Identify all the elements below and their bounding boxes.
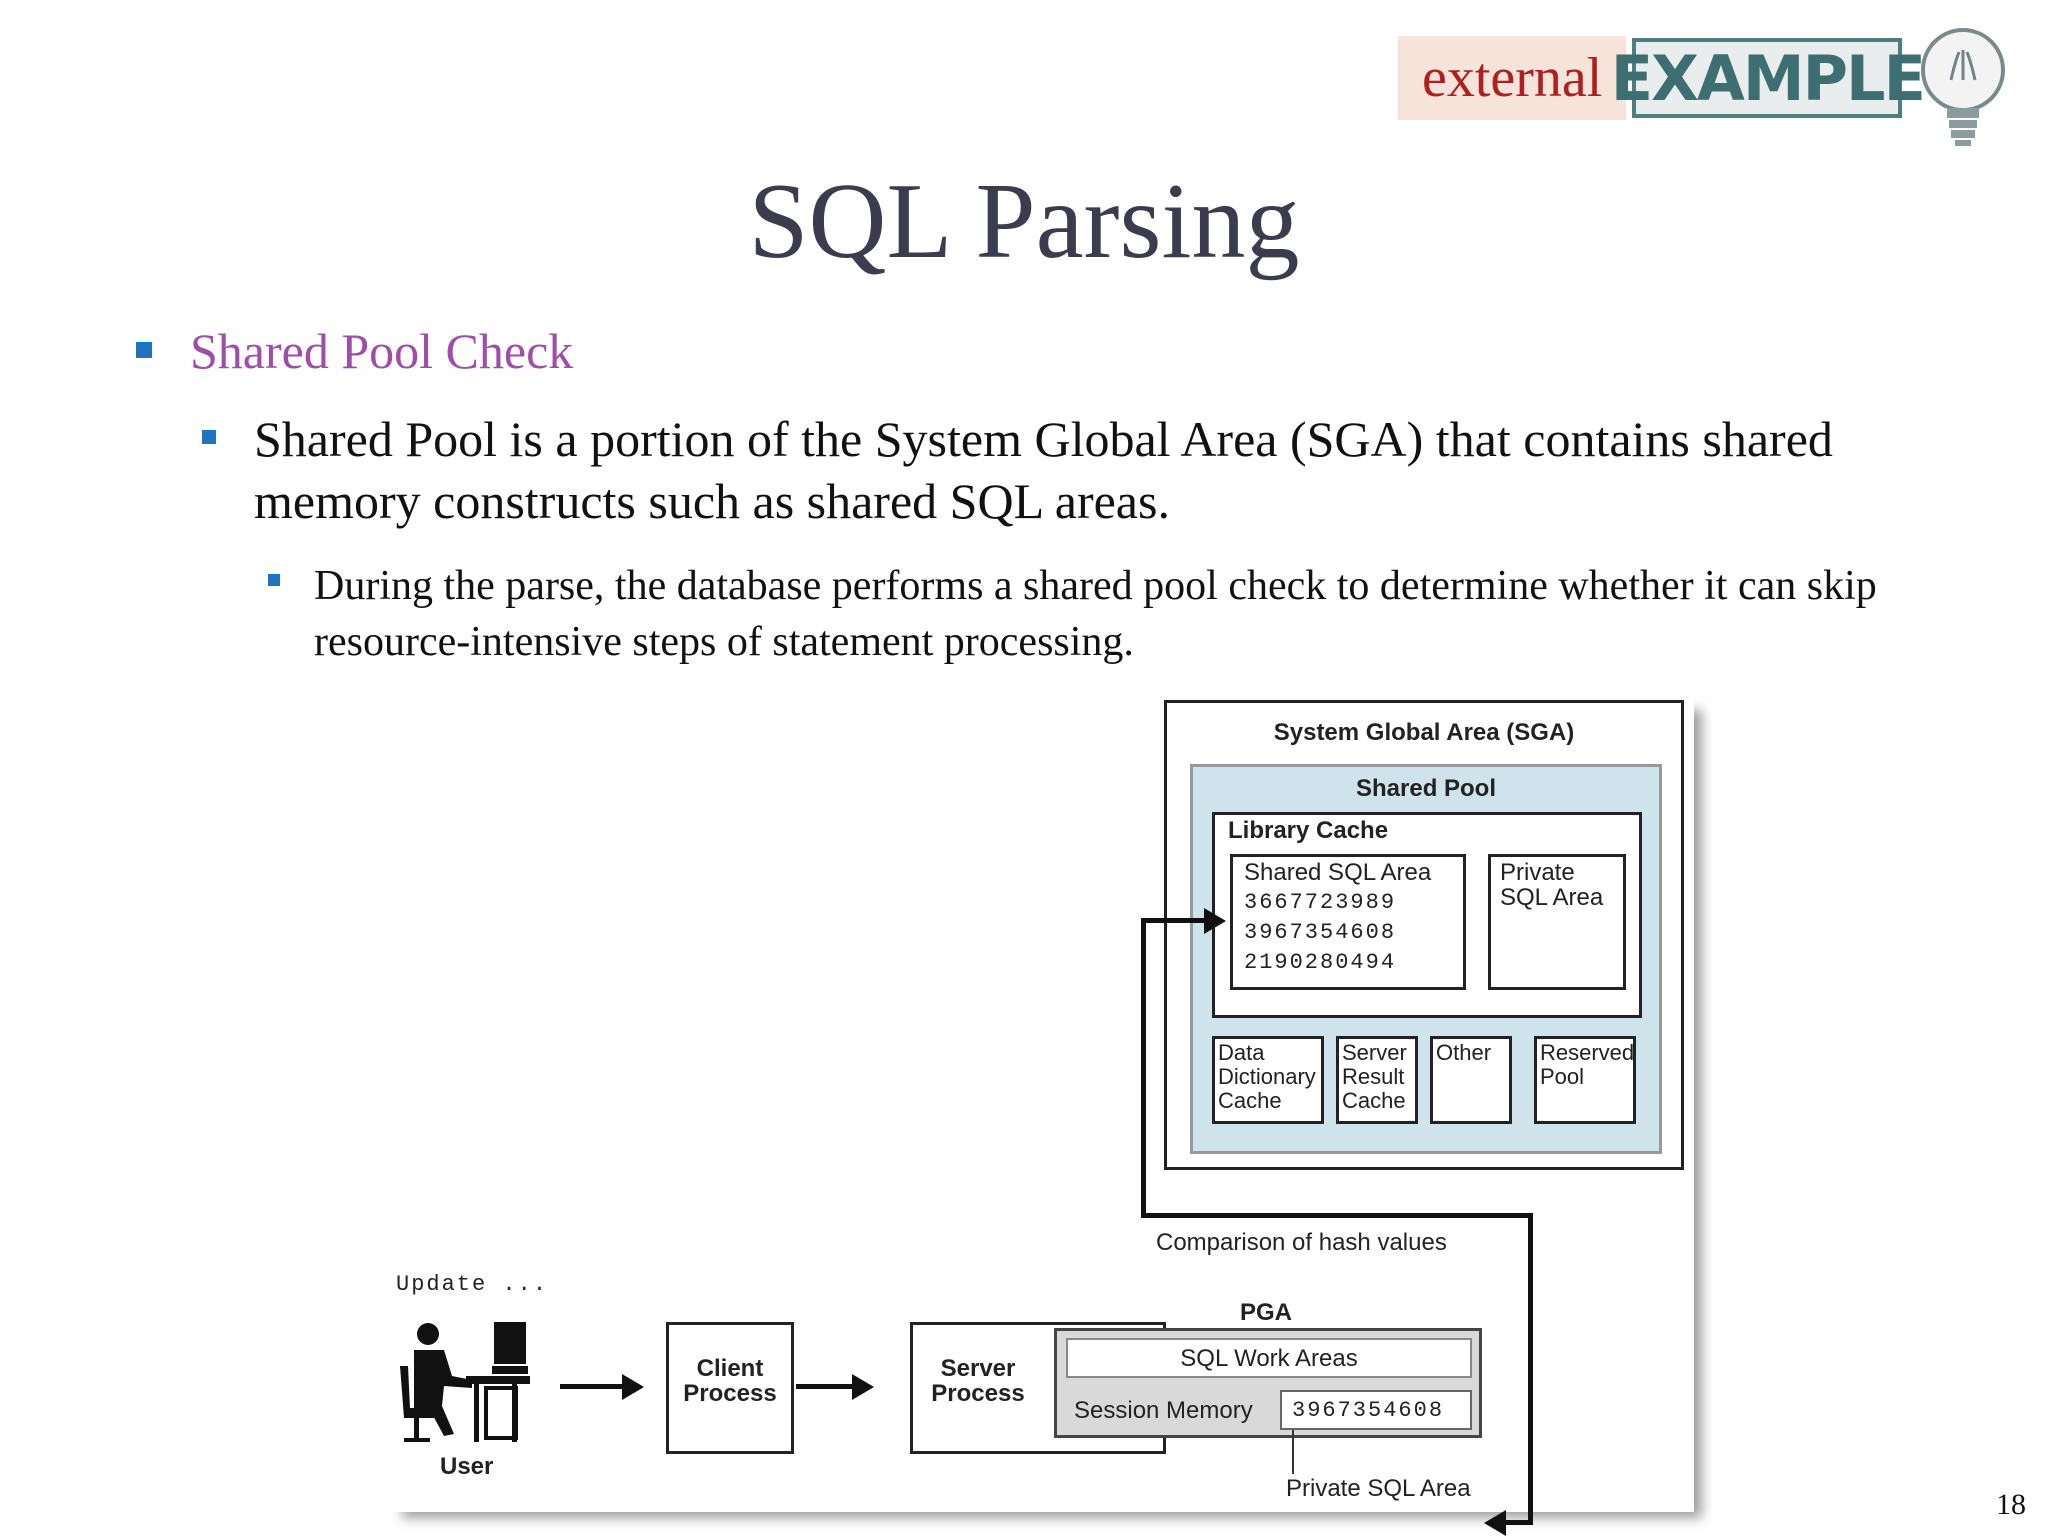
external-label: external (1398, 36, 1627, 120)
reserved-pool-label: Pool (1540, 1064, 1585, 1089)
hash-value: 2190280494 (1244, 950, 1397, 975)
client-process-box (666, 1322, 794, 1454)
cache-label: Result (1342, 1064, 1405, 1089)
cache-label: Cache (1342, 1088, 1406, 1113)
reserved-pool-box (1534, 1036, 1636, 1124)
bullet-marker-1 (136, 342, 152, 358)
sql-work-areas-box (1066, 1338, 1472, 1378)
shared-pool-diagram: System Global Area (SGA) Shared Pool Lib… (384, 692, 1744, 1536)
arrow-line (796, 1384, 858, 1389)
shared-sql-area-label: Shared SQL Area (1244, 859, 1432, 886)
page-number: 18 (1996, 1488, 2026, 1521)
private-sql-area-label: Private (1500, 859, 1575, 886)
arrowhead-right-icon (852, 1374, 874, 1400)
arrow-line (560, 1384, 628, 1389)
arrowhead-left-icon (1484, 1510, 1506, 1536)
update-statement: Update ... (396, 1272, 549, 1297)
example-badge: external EXAMPLE (1398, 36, 1926, 120)
hash-value: 3967354608 (1244, 920, 1397, 945)
cache-label: Data (1218, 1040, 1265, 1065)
server-process-label: Server (940, 1355, 1016, 1382)
bullet-level-3: During the parse, the database performs … (314, 563, 1877, 665)
private-sql-area-pga-label: Private SQL Area (1286, 1475, 1471, 1502)
user-label: User (440, 1453, 494, 1480)
client-process-label: Client (696, 1355, 764, 1382)
example-label: EXAMPLE (1611, 38, 1926, 118)
user-at-computer-icon (400, 1322, 530, 1442)
connector-line (1528, 1213, 1533, 1525)
cache-label: Dictionary (1218, 1064, 1316, 1089)
arrowhead-right-icon (622, 1374, 644, 1400)
shared-sql-area-box (1230, 854, 1466, 990)
library-cache-label: Library Cache (1228, 817, 1389, 844)
private-sql-area-pga-box (1280, 1390, 1472, 1430)
cache-label: Cache (1218, 1088, 1282, 1113)
other-box (1430, 1036, 1512, 1124)
other-label: Other (1436, 1040, 1492, 1065)
reserved-pool-label: Reserved (1540, 1040, 1635, 1065)
bullet-marker-2 (202, 430, 216, 444)
connector-line (1490, 1520, 1533, 1525)
callout-line (1292, 1430, 1294, 1474)
shared-pool-label: Shared Pool (1355, 775, 1497, 802)
session-memory-label: Session Memory (1074, 1397, 1253, 1424)
connector-line (1141, 918, 1146, 1218)
cache-label: Server (1342, 1040, 1407, 1065)
server-result-cache-box (1336, 1036, 1418, 1124)
pga-hash-value: 3967354608 (1292, 1398, 1445, 1423)
bullet-level-1: Shared Pool Check (190, 323, 574, 379)
bullet-level-2: Shared Pool is a portion of the System G… (254, 411, 1833, 529)
bullet-marker-3 (268, 574, 280, 586)
hash-value: 3667723989 (1244, 890, 1397, 915)
sql-work-areas-label: SQL Work Areas (1180, 1345, 1358, 1372)
client-process-label: Process (683, 1380, 777, 1407)
connector-line (1141, 1213, 1533, 1218)
sga-label: System Global Area (SGA) (1273, 719, 1575, 746)
slide-title: SQL Parsing (748, 162, 1300, 281)
server-process-label: Process (931, 1380, 1025, 1407)
lightbulb-icon (1921, 28, 2005, 146)
comparison-label: Comparison of hash values (1156, 1229, 1447, 1256)
connector-line (1141, 918, 1213, 923)
private-sql-area-sga-box (1488, 854, 1626, 990)
data-dictionary-cache-box (1212, 1036, 1324, 1124)
arrowhead-right-icon (1204, 908, 1226, 934)
private-sql-area-label: SQL Area (1500, 884, 1604, 911)
pga-label: PGA (1240, 1299, 1293, 1326)
